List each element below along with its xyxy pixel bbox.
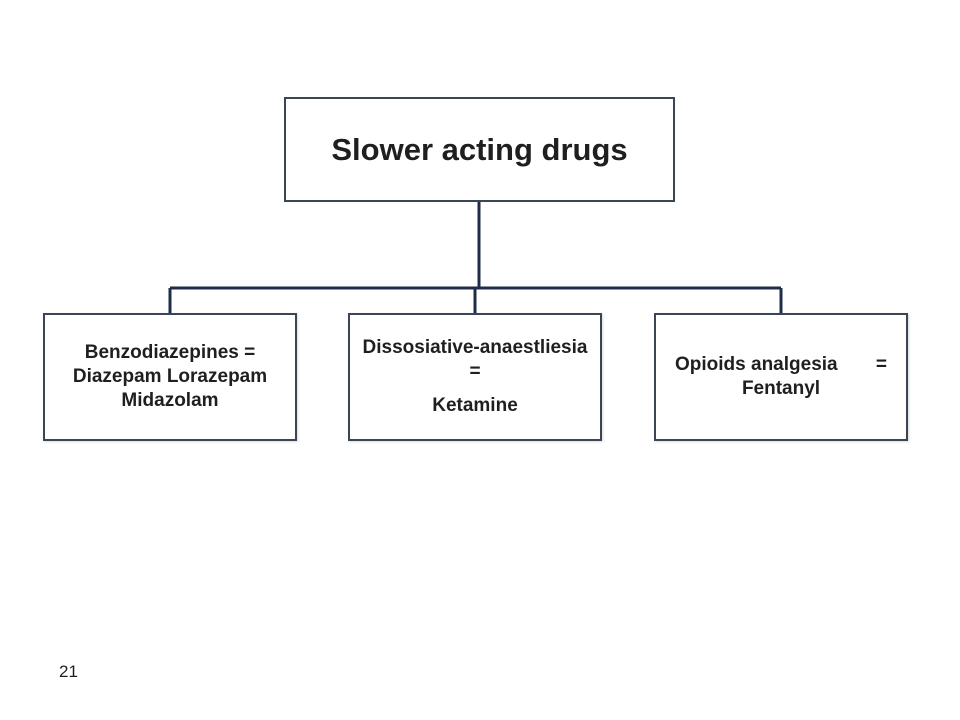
child-node-dissociative: Dissosiative-anaestliesia = Ketamine (348, 313, 602, 441)
child-node-1-line-1: Benzodiazepines = (84, 342, 256, 364)
root-node: Slower acting drugs (284, 97, 675, 202)
child-node-1-line-3: Midazolam (121, 389, 219, 411)
root-node-label: Slower acting drugs (331, 131, 628, 167)
child-node-benzodiazepines: Benzodiazepines = Diazepam Lorazepam Mid… (43, 313, 297, 441)
child-node-2-line-2: = (469, 361, 481, 383)
child-node-3-line-1: Opioids analgesia (675, 354, 838, 376)
child-node-3-first-row: Opioids analgesia = (675, 353, 887, 377)
child-node-3-line-3: Fentanyl (741, 378, 821, 399)
child-node-2-line-1: Dissosiative-anaestliesia (362, 337, 588, 359)
child-node-2-line-3: Ketamine (432, 394, 518, 416)
slide-number: 21 (59, 662, 78, 681)
child-node-3-line-2: = (875, 354, 887, 376)
child-node-1-line-2: Diazepam Lorazepam (72, 366, 268, 388)
child-node-opioids: Opioids analgesia = Fentanyl (654, 313, 908, 441)
